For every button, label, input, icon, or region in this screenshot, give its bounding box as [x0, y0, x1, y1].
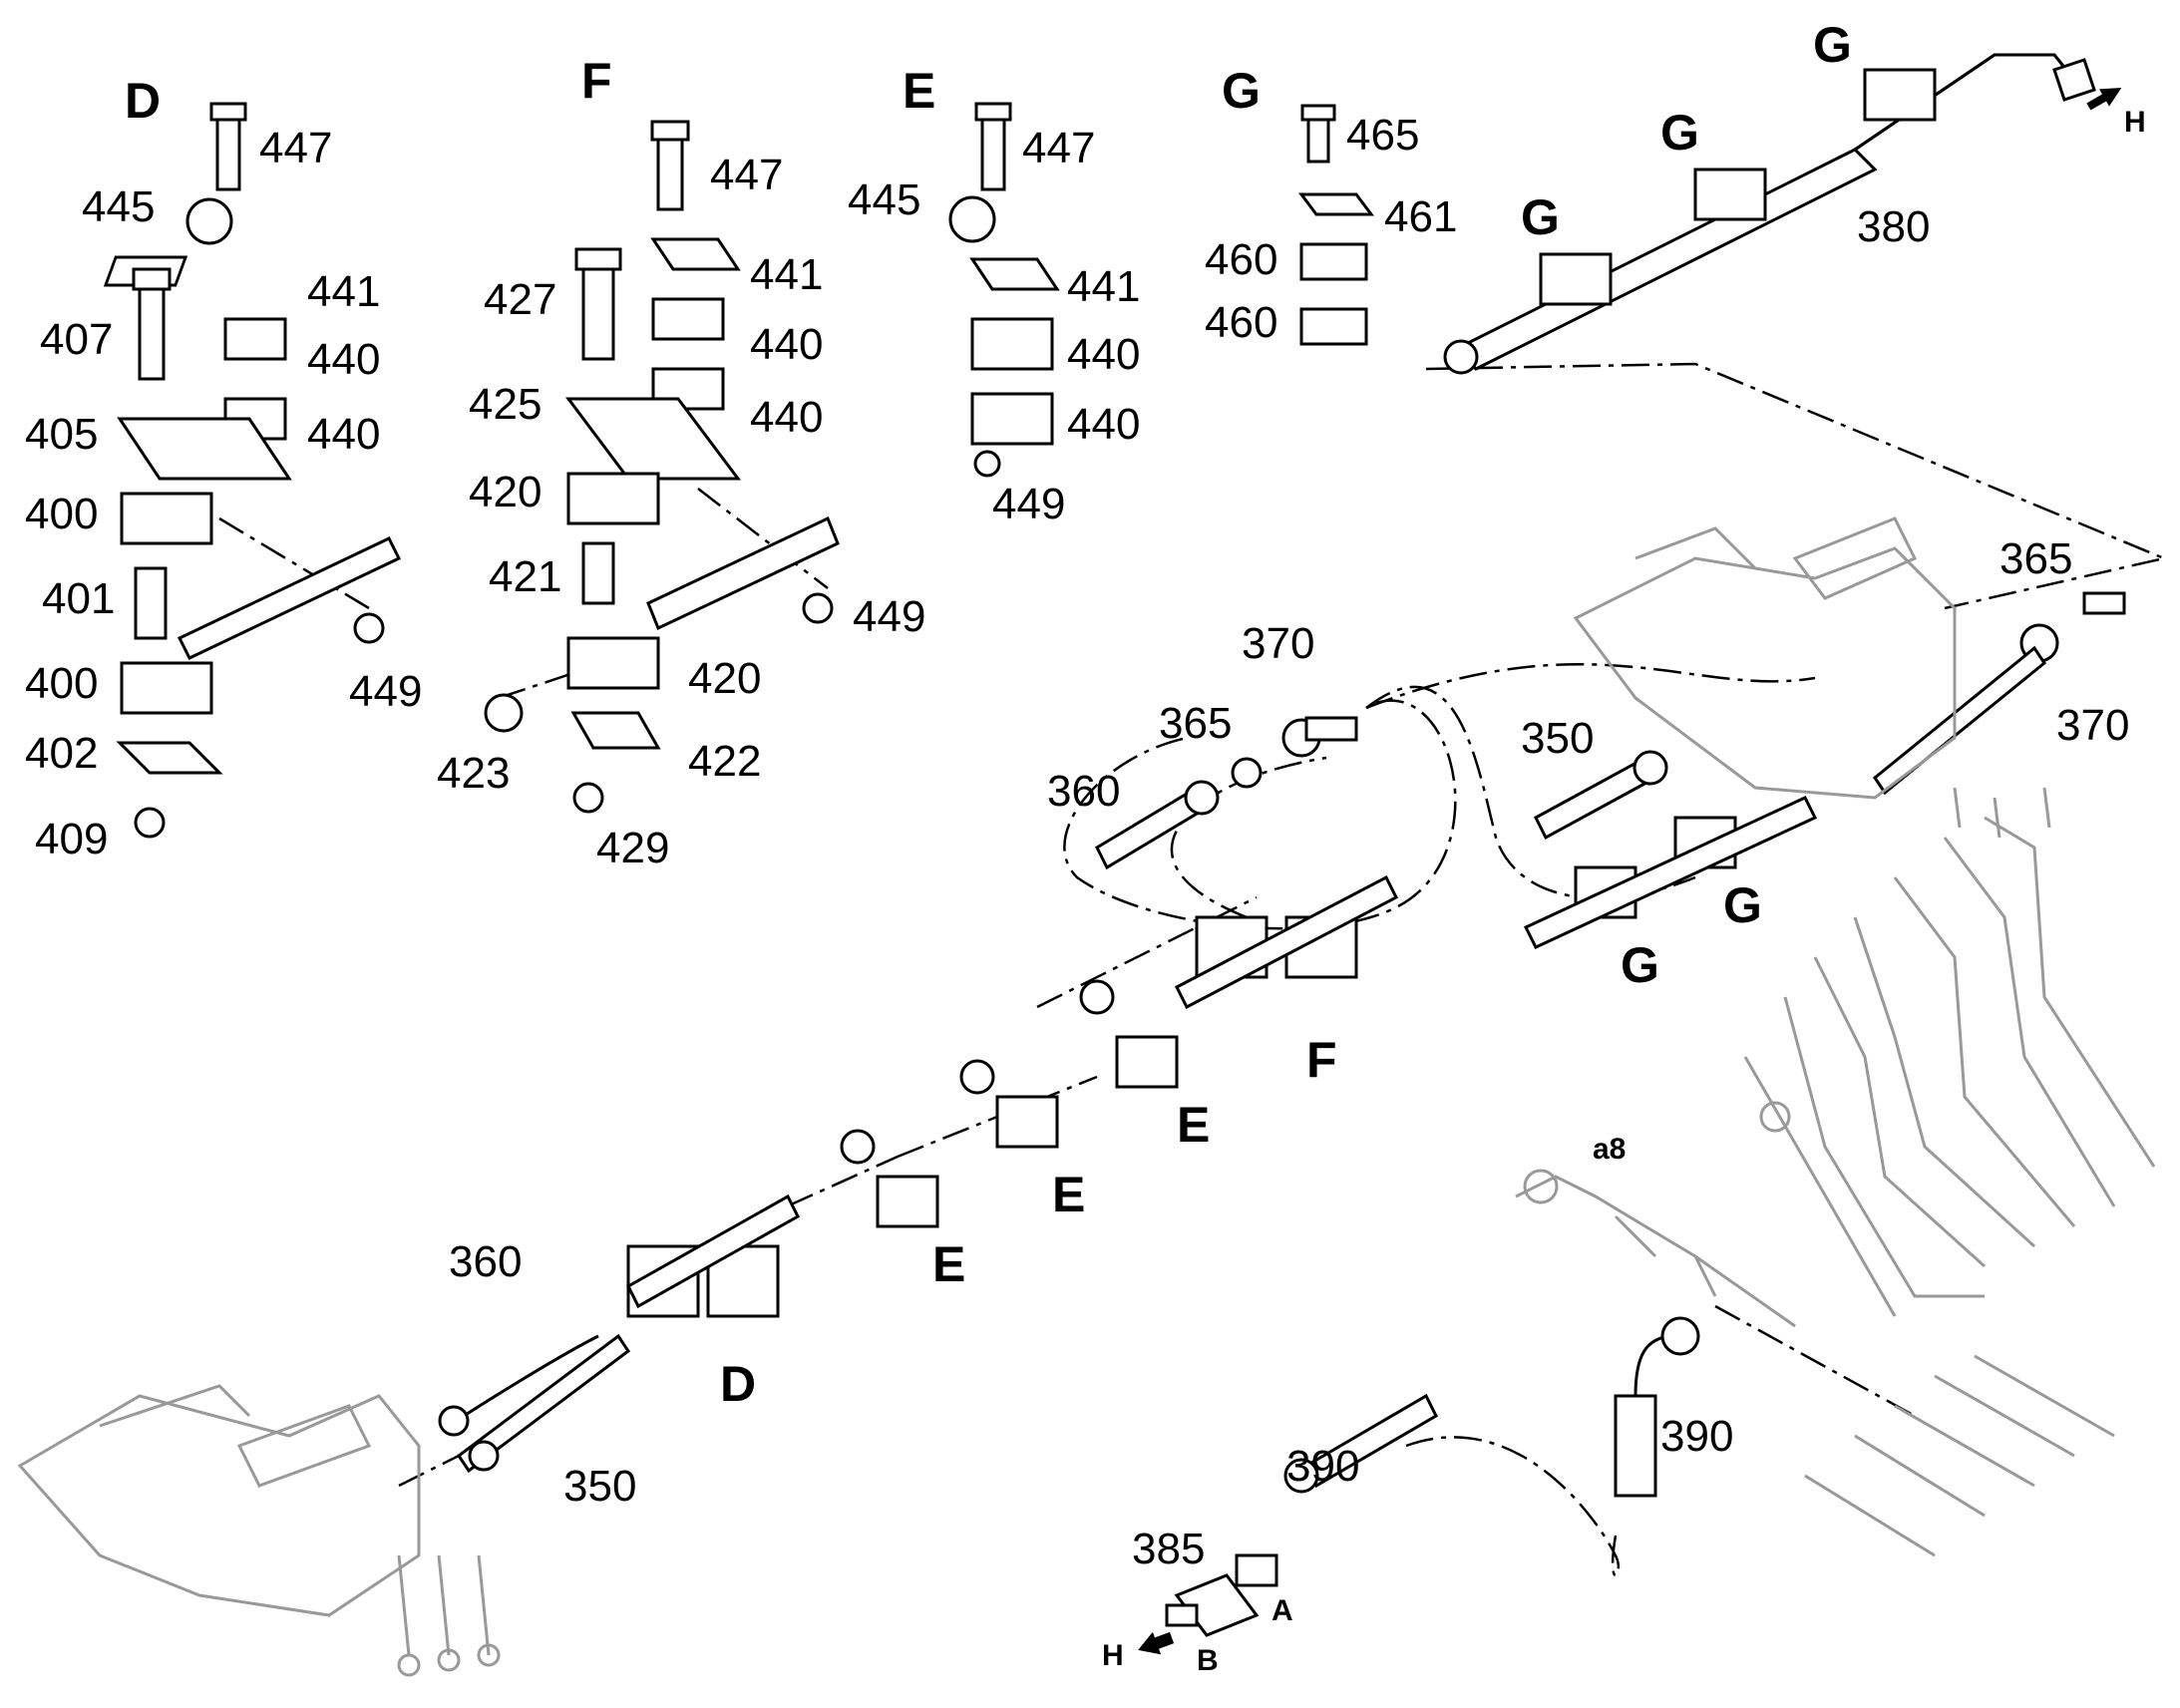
label-g-460a: 460: [1205, 235, 1277, 284]
group-letter-g-top: G: [1222, 63, 1261, 119]
group-e-exploded: [948, 102, 1060, 478]
group-letter-g-rail-1: G: [1521, 189, 1560, 245]
label-d-401: 401: [42, 574, 115, 623]
label-e-445: 445: [848, 175, 920, 224]
label-f-420b: 420: [688, 654, 761, 703]
label-370-right: 370: [2056, 701, 2129, 750]
label-350-low: 350: [563, 1462, 636, 1511]
label-f-441: 441: [750, 250, 823, 299]
group-letter-e-main-3: E: [932, 1236, 965, 1292]
coupling-385: [1165, 1553, 1278, 1637]
label-d-440a: 440: [307, 335, 380, 384]
label-d-400a: 400: [25, 490, 98, 538]
port-label-h-bottom: H: [1102, 1639, 1124, 1672]
label-360-mid: 360: [1047, 767, 1120, 816]
label-d-449: 449: [349, 667, 422, 716]
label-e-447: 447: [1022, 124, 1095, 172]
label-f-449: 449: [853, 592, 925, 641]
label-f-425: 425: [469, 380, 542, 429]
pipe-bundle-right: [1743, 816, 2156, 1557]
tee-a8-assembly: [1515, 1169, 1796, 1328]
label-g-461: 461: [1384, 192, 1457, 241]
port-label-a8: a8: [1593, 1133, 1626, 1166]
group-letter-g-rail-2: G: [1660, 105, 1699, 161]
label-365-mid: 365: [1159, 699, 1232, 748]
label-d-440b: 440: [307, 410, 380, 459]
label-e-440a: 440: [1067, 330, 1140, 379]
arrow-h-top-icon: [2086, 88, 2122, 111]
tube-380-assembly: [1443, 53, 2096, 375]
group-letter-g-lower-2: G: [1723, 877, 1762, 933]
port-label-h-top: H: [2124, 106, 2146, 139]
label-f-421: 421: [489, 552, 561, 601]
group-f-exploded: [484, 120, 840, 814]
label-e-440b: 440: [1067, 400, 1140, 449]
group-letter-d-top: D: [125, 73, 161, 129]
label-d-405: 405: [25, 410, 98, 459]
port-label-b: B: [1197, 1644, 1219, 1677]
label-d-409: 409: [35, 815, 108, 863]
label-365-right: 365: [1999, 534, 2072, 583]
label-f-447: 447: [710, 151, 783, 199]
group-letter-f-main: F: [1306, 1032, 1337, 1088]
hose-set-lower-left: [438, 1333, 631, 1474]
label-d-407: 407: [40, 315, 113, 364]
label-d-447: 447: [259, 124, 332, 172]
label-f-440a: 440: [750, 320, 823, 369]
label-350-upper: 350: [1521, 714, 1594, 763]
label-d-441: 441: [307, 267, 380, 316]
label-d-445: 445: [82, 182, 155, 231]
label-e-449: 449: [992, 480, 1065, 528]
label-390-right: 390: [1660, 1412, 1733, 1461]
group-letter-e-main-2: E: [1052, 1167, 1085, 1222]
group-d-exploded: [103, 102, 402, 839]
label-380: 380: [1857, 202, 1930, 251]
label-d-400b: 400: [25, 659, 98, 708]
port-label-a: A: [1272, 1594, 1293, 1627]
group-letter-d-main: D: [720, 1356, 756, 1412]
valve-block-lower-left: [17, 1384, 501, 1677]
group-letter-g-lower-1: G: [1621, 937, 1659, 993]
arrow-h-bottom-icon: [1138, 1631, 1175, 1655]
valve-block-upper-right: [1573, 516, 2051, 839]
group-letter-e-top: E: [903, 63, 935, 119]
label-e-441: 441: [1067, 262, 1140, 311]
label-390-mid: 390: [1286, 1442, 1359, 1491]
group-g-exploded: [1298, 104, 1374, 346]
label-360-low: 360: [449, 1237, 522, 1286]
label-f-423: 423: [437, 749, 510, 798]
label-d-402: 402: [25, 729, 98, 778]
label-370-mid: 370: [1242, 619, 1314, 668]
label-385: 385: [1132, 1525, 1205, 1573]
label-f-429: 429: [596, 824, 669, 872]
label-f-427: 427: [484, 275, 556, 324]
label-f-422: 422: [688, 737, 761, 786]
group-letter-e-main-1: E: [1177, 1097, 1210, 1153]
label-f-440b: 440: [750, 393, 823, 442]
group-letter-g-rail-3: G: [1813, 17, 1852, 73]
hose-390-assembly: [1283, 1316, 1700, 1498]
main-clamp-chain: [626, 874, 1398, 1318]
label-g-460b: 460: [1205, 298, 1277, 347]
label-g-465: 465: [1346, 111, 1419, 160]
hose-set-mid: [1095, 591, 2126, 949]
label-f-420a: 420: [469, 468, 542, 516]
group-letter-f-top: F: [581, 53, 612, 109]
